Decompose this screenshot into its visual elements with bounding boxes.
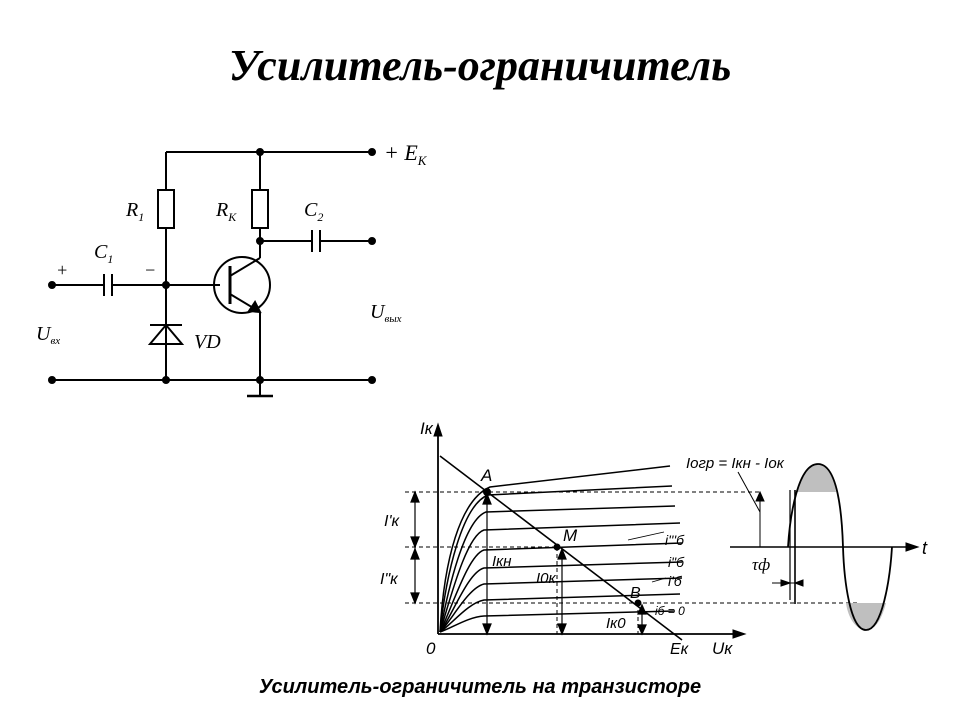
terminal-supply	[368, 148, 376, 156]
plus-label: +	[56, 260, 68, 280]
point-m-label: M	[563, 526, 578, 545]
circuit-schematic	[48, 148, 376, 398]
c1-label: C1	[94, 241, 113, 266]
graph-labels: Iк Uк 0 Eк A M B Iкн I0к Iк0 I'к I"к i''…	[380, 419, 928, 658]
waveform	[730, 463, 920, 631]
origin-label: 0	[426, 639, 436, 658]
ib2-label: i"б	[668, 554, 685, 570]
tau-label: τф	[752, 555, 770, 574]
transistor	[213, 256, 271, 314]
y-axis-label: Iк	[420, 419, 434, 438]
terminal-out	[368, 237, 376, 245]
minus-label: −	[144, 260, 156, 280]
ek-label: Eк	[670, 641, 690, 658]
ikn-label: Iкн	[492, 553, 512, 570]
x-axis-label: Uк	[712, 639, 733, 658]
resistor-rk	[251, 189, 269, 229]
terminal-out-ground	[368, 376, 376, 384]
caption: Усилитель-ограничитель на транзисторе	[258, 676, 702, 698]
junction-node	[162, 281, 170, 289]
rk-label: RК	[215, 199, 237, 224]
point-b-label: B	[630, 585, 641, 602]
output-curves	[439, 465, 683, 633]
r1-label: R1	[125, 199, 144, 224]
c2-label: C2	[304, 199, 323, 224]
ib0-label: iб = 0	[655, 604, 685, 618]
diode-label: VD	[194, 331, 221, 353]
t-label: t	[922, 538, 928, 558]
point-a-label: A	[480, 466, 492, 485]
ik1-label: I'к	[384, 513, 401, 530]
uin-label: Uвх	[36, 323, 60, 347]
circuit-labels: + EК R1 RК C2 C1 + − Uвх Uвых VD	[36, 140, 428, 353]
resistor-r1	[157, 189, 175, 229]
ib3-label: i'''б	[665, 532, 685, 548]
supply-label: + EК	[384, 140, 428, 168]
page-title: Усилитель-ограничитель	[228, 41, 732, 90]
ib1-label: i'б	[668, 573, 683, 589]
sine-curve	[787, 463, 893, 631]
iogr-label: Iогр = Iкн - Iок	[686, 455, 785, 472]
i0k-label: I0к	[536, 570, 557, 587]
characteristics-graph	[405, 422, 860, 641]
ik2-label: I"к	[380, 571, 399, 588]
uout-label: Uвых	[370, 301, 402, 325]
ik0-label: Iк0	[606, 615, 626, 632]
